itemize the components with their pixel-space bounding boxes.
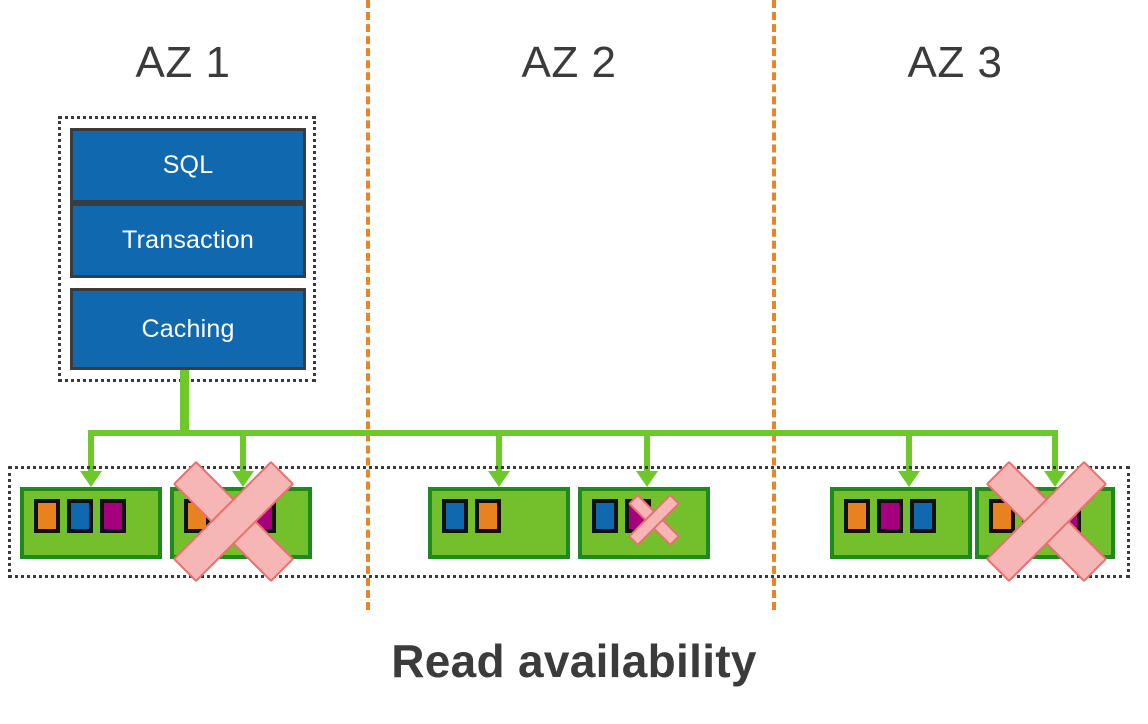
shard-chip-orange [844, 499, 870, 533]
az-label-2: AZ 2 [521, 38, 617, 87]
shard-chip-blue [442, 499, 468, 533]
az3-node-1[interactable] [830, 487, 972, 559]
az2-node-1[interactable] [428, 487, 570, 559]
az3-node-2-failure [974, 449, 1119, 594]
shard-chip-row [844, 499, 936, 533]
shard-chip-magenta [877, 499, 903, 533]
shard-chip-row [442, 499, 501, 533]
connector-arrow-3 [488, 471, 510, 487]
az-divider-2 [772, 0, 776, 610]
shard-chip-blue [67, 499, 93, 533]
connector-arrow-4 [636, 471, 658, 487]
service-box-caching[interactable]: Caching [70, 288, 306, 370]
shard-chip-magenta [100, 499, 126, 533]
service-box-transaction[interactable]: Transaction [70, 203, 306, 278]
shard-chip-row [34, 499, 126, 533]
connector-arrow-1 [80, 471, 102, 487]
connector-trunk [180, 370, 189, 436]
connector-drop-3 [496, 430, 502, 473]
connector-drop-5 [906, 430, 912, 473]
service-box-sql[interactable]: SQL [70, 128, 306, 203]
shard-chip-orange [475, 499, 501, 533]
connector-bus [88, 430, 1058, 436]
shard-chip-blue [592, 499, 618, 533]
connector-drop-6 [1052, 430, 1058, 473]
az-divider-1 [366, 0, 370, 610]
connector-drop-1 [88, 430, 94, 473]
connector-drop-4 [644, 430, 650, 473]
az-label-3: AZ 3 [907, 38, 1003, 87]
connector-drop-2 [240, 430, 246, 473]
connector-arrow-5 [898, 471, 920, 487]
shard-chip-blue [910, 499, 936, 533]
shard-chip-orange [34, 499, 60, 533]
diagram-caption: Read availability [391, 635, 757, 687]
az2-node-2-chip-failure [623, 489, 685, 551]
az1-node-2-failure [161, 449, 306, 594]
az1-node-1[interactable] [20, 487, 162, 559]
az-label-1: AZ 1 [135, 38, 231, 87]
read-replica-group-outline [8, 466, 1130, 578]
